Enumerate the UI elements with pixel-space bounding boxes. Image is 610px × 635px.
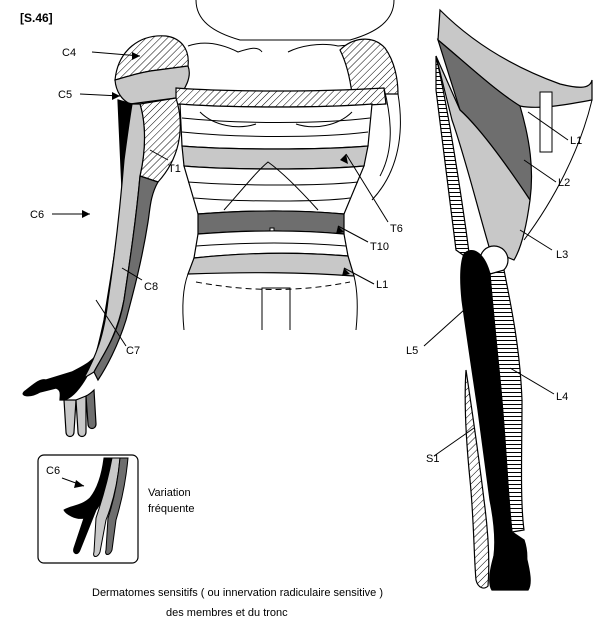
caption-line2: des membres et du tronc: [166, 607, 288, 619]
pectoral-left: [199, 111, 257, 128]
finger-c7-1: [63, 399, 77, 438]
label-t1: T1: [168, 163, 181, 175]
caption-line1: Dermatomes sensitifs ( ou innervation ra…: [92, 587, 383, 599]
label-s1: S1: [426, 453, 439, 465]
finger-c7-2: [75, 395, 87, 438]
label-l1-leg: L1: [570, 135, 582, 147]
right-arm-outline: [379, 87, 391, 177]
figure-tag: [S.46]: [20, 11, 53, 25]
label-c6: C6: [30, 209, 44, 221]
s1-zone: [464, 369, 490, 589]
left-clavicle: [187, 42, 263, 53]
inset-text-line1: Variation: [148, 487, 191, 499]
label-l3: L3: [556, 249, 568, 261]
c5-zone: [114, 65, 190, 105]
leg-figure: [435, 8, 593, 591]
label-c5: C5: [58, 89, 72, 101]
right-hip: [353, 275, 358, 331]
c4-zone-left: [339, 38, 399, 95]
label-l2: L2: [558, 177, 570, 189]
thorax-lower: [183, 165, 365, 215]
pectoral-right: [295, 111, 353, 128]
groin: [261, 287, 291, 330]
label-c8: C8: [144, 281, 158, 293]
thorax-stripe-1: [187, 181, 359, 186]
rib-arch: [223, 161, 319, 211]
abdomen-stripe: [195, 242, 347, 247]
leader-arrowheads: [74, 52, 350, 488]
label-l4: L4: [556, 391, 568, 403]
inset-text-line2: fréquente: [148, 503, 194, 515]
t2-band: [175, 87, 387, 108]
leader-lines: [52, 51, 569, 487]
label-l1-trunk: L1: [376, 279, 388, 291]
inset-label-c6: C6: [46, 465, 60, 477]
l1-leg-white-strip: [539, 91, 553, 153]
outer-thigh-outline: [523, 99, 593, 241]
label-l5: L5: [406, 345, 418, 357]
inset-c8-strip: [105, 457, 129, 555]
toes: [489, 555, 531, 591]
thorax-stripe-2: [193, 197, 351, 202]
t6-band: [181, 145, 369, 170]
inset-box: [37, 454, 139, 564]
chest: [179, 103, 373, 150]
chest-stripe-1: [181, 117, 371, 123]
torso-figure: [22, 0, 401, 438]
finger-c8: [85, 388, 97, 430]
chest-stripe-2: [181, 131, 369, 137]
neck-outline: [195, 0, 395, 41]
inset-c6-hand: [63, 457, 113, 555]
right-flank: [371, 93, 401, 201]
label-t10: T10: [370, 241, 389, 253]
l3-zone: [435, 55, 531, 261]
label-c7: C7: [126, 345, 140, 357]
l1-band-trunk: [187, 252, 355, 277]
label-c4: C4: [62, 47, 76, 59]
label-t6: T6: [390, 223, 403, 235]
left-hip: [182, 273, 189, 331]
